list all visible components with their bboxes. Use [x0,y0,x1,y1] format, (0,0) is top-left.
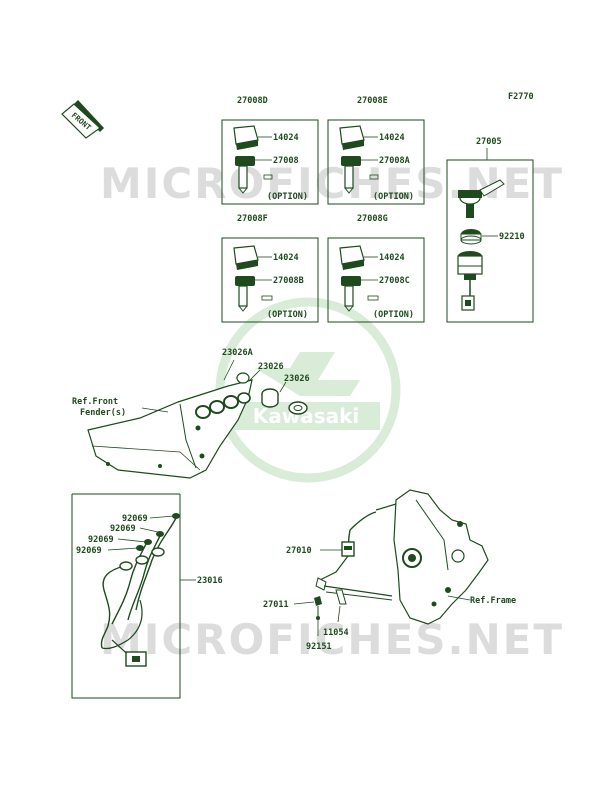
harness-box [71,493,196,699]
front-arrow-icon [61,100,104,139]
fender-cover-assembly [87,359,308,479]
callout-92069-1: 92069 [122,514,148,524]
callout-23026-1: 23026 [258,362,284,372]
kit-top-part: 14024 [273,133,299,143]
ref-frame-label: Ref.Frame [470,596,516,606]
callout-92069-2: 92069 [110,524,136,534]
callout-23026-2: 23026 [284,374,310,384]
figure-code: F2770 [508,92,534,102]
key-kit-27008f: 27008F 14024 27008B (OPTION) [221,214,319,323]
ignition-key-icon [458,179,505,218]
key-cover-icon [233,245,259,270]
kit-title: 27008G [357,214,388,224]
watermark-bottom: MICROFICHES.NET [100,615,564,664]
callout-23026a: 23026A [222,348,253,358]
kit-top-part: 14024 [273,253,299,263]
grommet-part-icon [236,372,308,415]
kit-note: (OPTION) [373,192,414,202]
kit-title: 27008F [237,214,268,224]
ignition-part: 92210 [499,232,525,242]
key-kit-27008d: 27008D 14024 27008 (OPTION) [221,96,319,205]
ignition-switch-box: 27005 92210 [446,137,534,323]
frame-assembly [293,489,489,636]
kit-bottom-part: 27008 [273,156,299,166]
watermark-top: MICROFICHES.NET [100,159,564,208]
switch-nut-icon [460,229,482,245]
kit-bottom-part: 27008B [273,276,304,286]
connector-icon [125,651,147,667]
key-icon [235,276,255,312]
kit-bottom-part: 27008A [379,156,410,166]
key-icon [235,156,255,194]
key-kit-27008g: 27008G 14024 27008C (OPTION) [327,214,425,323]
ignition-box-title: 27005 [476,137,502,147]
ref-fender-label: Fender(s) [80,408,126,418]
kit-title: 27008D [237,96,268,106]
kit-bottom-part: 27008C [379,276,410,286]
kit-title: 27008E [357,96,388,106]
key-cover-icon [339,245,365,270]
kit-note: (OPTION) [373,310,414,320]
switch-body-icon [457,251,483,311]
key-cover-icon [339,125,365,150]
ref-front-label: Ref.Front [72,397,118,407]
wire-harness-icon [100,513,180,661]
key-icon [341,276,361,312]
grommet-icon [195,392,251,459]
key-icon [341,156,361,194]
callout-92069-4: 92069 [76,546,102,556]
callout-92151: 92151 [306,642,332,652]
key-kit-27008e: 27008E 14024 27008A (OPTION) [327,96,425,205]
kit-note: (OPTION) [267,310,308,320]
callout-92069-3: 92069 [88,535,114,545]
callout-11054: 11054 [323,628,349,638]
callout-23016: 23016 [197,576,223,586]
key-cover-icon [233,125,259,150]
callout-27010: 27010 [286,546,312,556]
callout-27011: 27011 [263,600,289,610]
kit-note: (OPTION) [267,192,308,202]
kit-top-part: 14024 [379,253,405,263]
kit-top-part: 14024 [379,133,405,143]
